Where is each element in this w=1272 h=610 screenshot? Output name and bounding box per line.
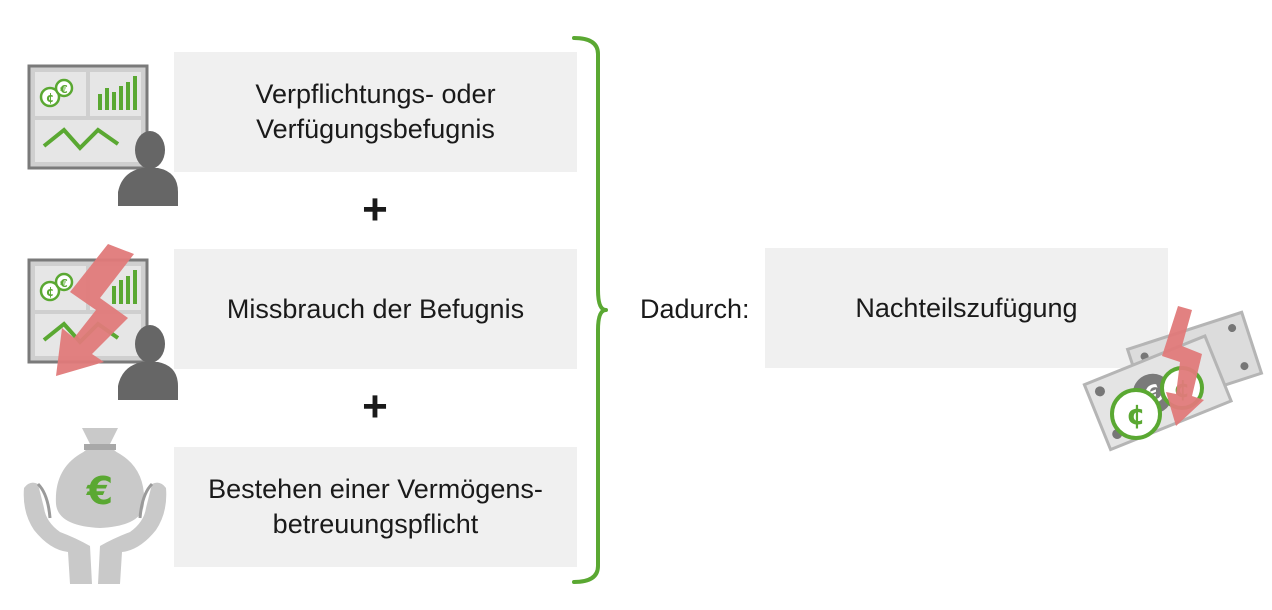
- step-box-duty: Bestehen einer Vermögens- betreuungspfli…: [174, 447, 577, 567]
- step-box-authority: Verpflichtungs- oder Verfügungsbefugnis: [174, 52, 577, 172]
- step-abuse-line1: Missbrauch der Befugnis: [226, 293, 525, 324]
- svg-text:€: €: [59, 277, 68, 290]
- monitor-with-person-icon: ¢ €: [27, 64, 178, 206]
- step-authority-line2: Verfügungsbefugnis: [256, 114, 495, 144]
- svg-text:€: €: [86, 469, 113, 513]
- plus-operator-2: +: [362, 382, 388, 431]
- banknotes-coins-down-arrow-icon: € ¢ ¢: [1082, 306, 1264, 452]
- svg-text:€: €: [59, 83, 68, 96]
- monitor-with-person-down-arrow-icon: ¢ €: [27, 244, 178, 400]
- step-authority-line1: Verpflichtungs- oder: [255, 79, 496, 109]
- result-label: Nachteilszufügung: [855, 292, 1078, 323]
- svg-text:¢: ¢: [46, 285, 54, 299]
- svg-text:¢: ¢: [46, 91, 54, 105]
- svg-text:¢: ¢: [1126, 398, 1145, 431]
- plus-operator-1: +: [362, 185, 388, 234]
- connector-label: Dadurch:: [640, 294, 750, 324]
- step-duty-line1: Bestehen einer Vermögens-: [208, 474, 543, 504]
- result-box: Nachteilszufügung: [765, 248, 1168, 368]
- hands-holding-money-bag-icon: €: [23, 428, 167, 584]
- step-duty-line2: betreuungspflicht: [272, 509, 479, 539]
- curly-brace: [572, 36, 608, 584]
- step-box-abuse: Missbrauch der Befugnis: [174, 249, 577, 369]
